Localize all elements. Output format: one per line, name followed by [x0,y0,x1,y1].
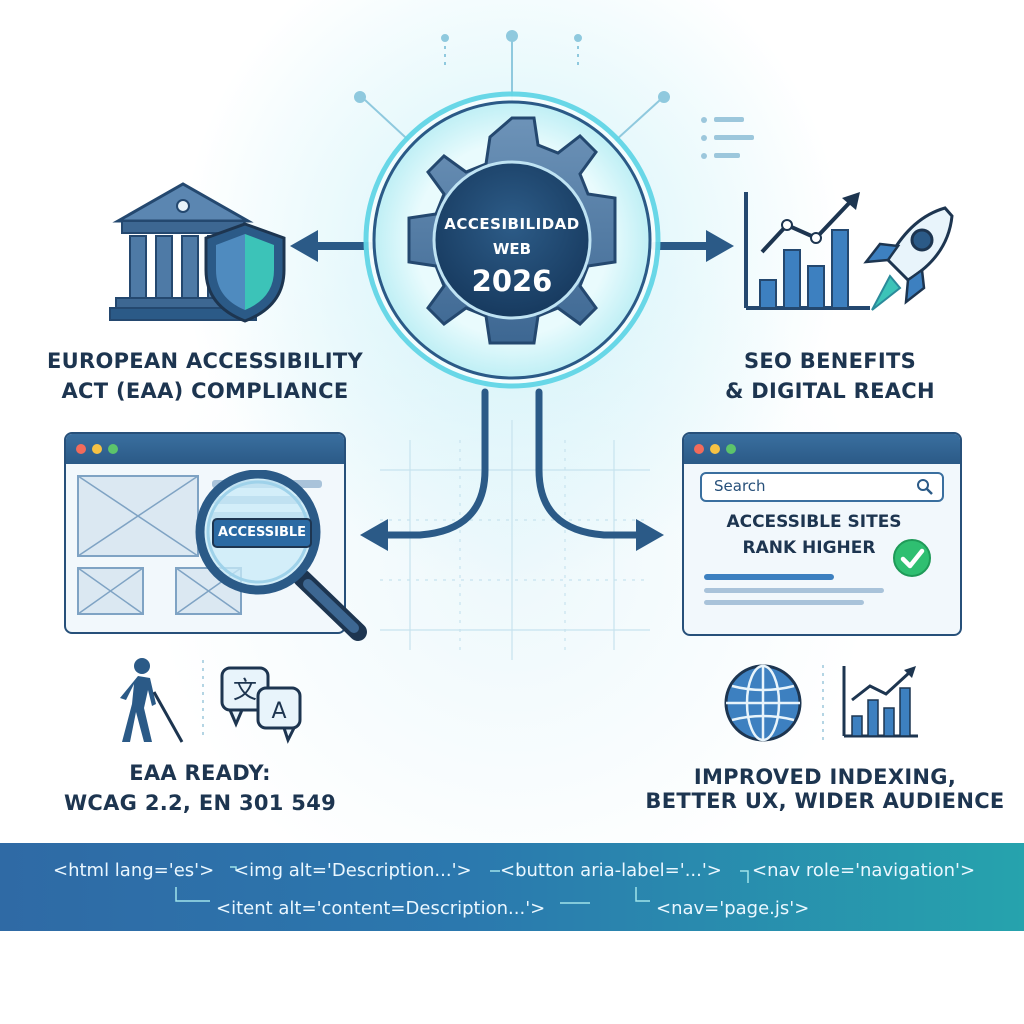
code-snippet: <nav='page.js'> [656,898,810,919]
close-dot-icon [694,444,704,454]
eaa-title-line1: EUROPEAN ACCESSIBILITY [47,349,363,373]
left-browser-titlebar [66,434,344,464]
search-placeholder: Search [714,477,766,495]
shield-icon [204,222,286,323]
accessible-badge: ACCESSIBLE [212,518,312,548]
code-banner [0,843,1024,931]
minimize-dot-icon [92,444,102,454]
seo-title-line1: SEO BENEFITS [743,349,917,373]
magnifier-icon [195,470,367,641]
rank-headline-line2: RANK HIGHER [742,538,876,558]
code-snippet: <nav role='navigation'> [752,860,976,881]
maximize-dot-icon [108,444,118,454]
rocket-icon [863,206,954,311]
code-snippet: <itent alt='content=Description...'> [216,898,546,919]
bar-chart-icon [744,192,870,310]
line-chart-icon [842,666,918,738]
central-hub: ACCESIBILIDAD WEB 2026 [362,90,662,390]
right-browser-titlebar [684,434,960,464]
check-icon [893,539,931,577]
code-connectors [175,866,749,904]
eaa-ready-line1: EAA READY: [129,761,271,785]
benefits-line1: IMPROVED INDEXING, [693,765,957,789]
code-snippet: <img alt='Description...'> [234,860,472,881]
search-icon[interactable] [916,478,934,496]
eaa-ready-line2: WCAG 2.2, EN 301 549 [63,791,337,815]
seo-title-line2: & DIGITAL REACH [725,379,935,403]
close-dot-icon [76,444,86,454]
code-snippet: <button aria-label='...'> [500,860,722,881]
walking-cane-icon [120,658,184,743]
hub-year: 2026 [471,264,553,298]
search-input[interactable]: Search [700,472,944,502]
benefits-line2: BETTER UX, WIDER AUDIENCE [645,789,1005,813]
rank-headline-line1: ACCESSIBLE SITES [726,512,902,532]
svg-text:A: A [271,699,286,724]
hub-title-line1: ACCESIBILIDAD [444,215,580,233]
minimize-dot-icon [710,444,720,454]
right-browser-window: Search ACCESSIBLE SITES RANK HIGHER [682,432,962,636]
svg-text:文: 文 [233,676,257,704]
left-browser-window [64,432,346,634]
gear-icon [363,91,661,389]
hub-title-line2: WEB [492,240,532,258]
globe-icon [724,664,802,742]
result-line [704,600,864,605]
code-snippet: <html lang='es'> [53,860,215,881]
result-line [704,574,834,580]
maximize-dot-icon [726,444,736,454]
eaa-title-line2: ACT (EAA) COMPLIANCE [61,379,349,403]
translate-icon: 文 A [220,666,302,744]
result-line [704,588,884,593]
